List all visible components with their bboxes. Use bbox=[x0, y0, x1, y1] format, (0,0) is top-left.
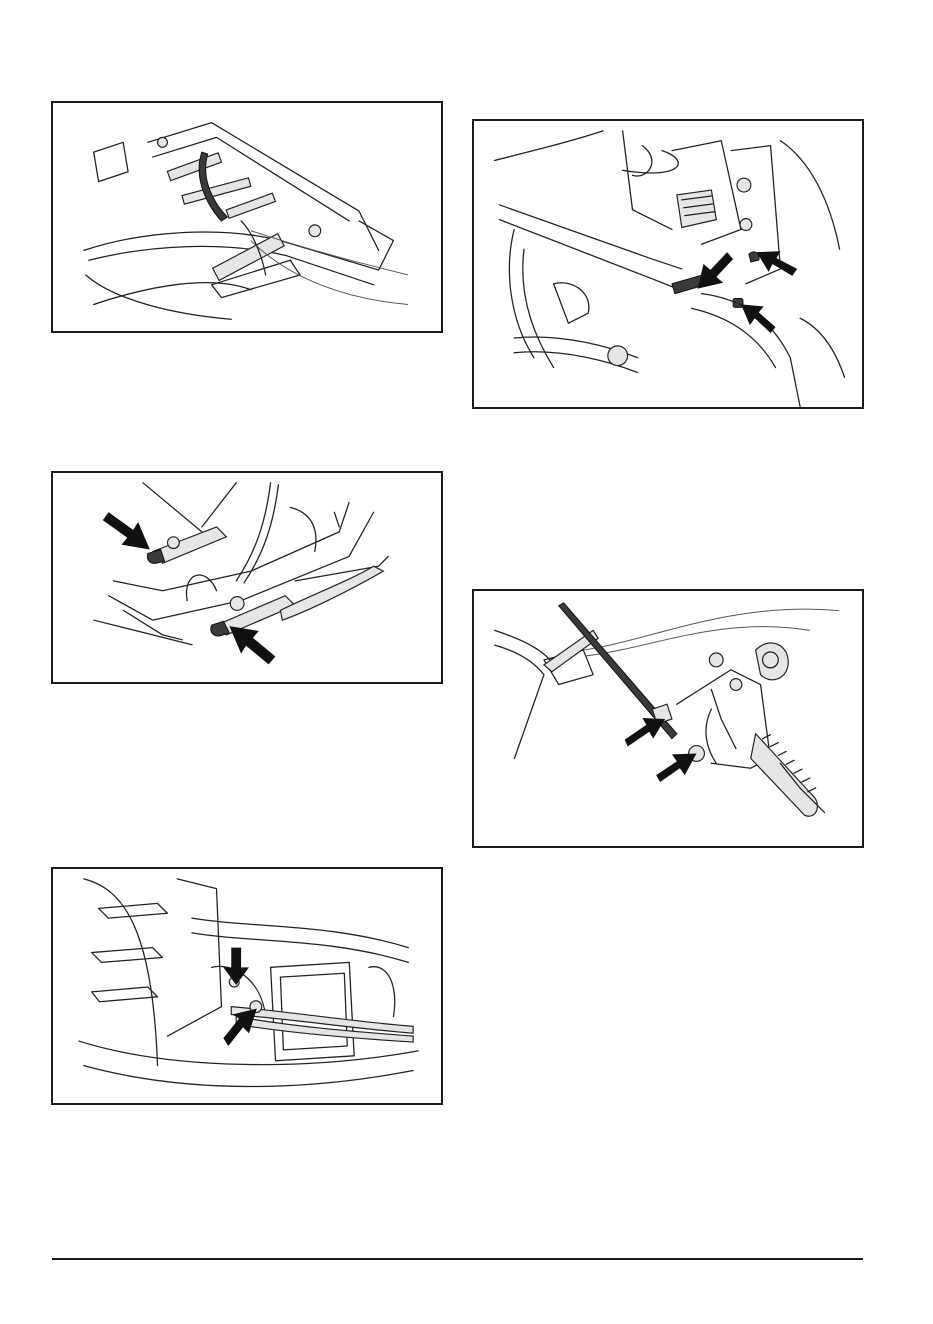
footer-rule bbox=[52, 1258, 863, 1260]
figure-pedal-cable bbox=[472, 589, 864, 848]
figure-cable-bracket bbox=[472, 119, 864, 409]
cable-clamps-illustration bbox=[53, 869, 441, 1103]
arrow-bracket-screw bbox=[741, 304, 776, 333]
arrow-upper-handle bbox=[103, 512, 150, 549]
linkage-illustration bbox=[53, 103, 441, 331]
arrow-cable-end bbox=[656, 753, 696, 782]
figure-lever-handles bbox=[51, 471, 443, 684]
pedal-cable-illustration bbox=[474, 591, 862, 846]
figure-cable-clamps bbox=[51, 867, 443, 1105]
cable-bracket-illustration bbox=[474, 121, 862, 407]
arrow-lower-handle bbox=[229, 626, 275, 664]
arrow-bracket-clip bbox=[698, 252, 734, 288]
figure-shift-lever-linkage bbox=[51, 101, 443, 333]
arrow-bracket-nut bbox=[757, 251, 797, 276]
arrow-clamp-top bbox=[223, 948, 249, 985]
lever-handles-illustration bbox=[53, 473, 441, 682]
arrow-cable-ferrule bbox=[625, 718, 665, 747]
